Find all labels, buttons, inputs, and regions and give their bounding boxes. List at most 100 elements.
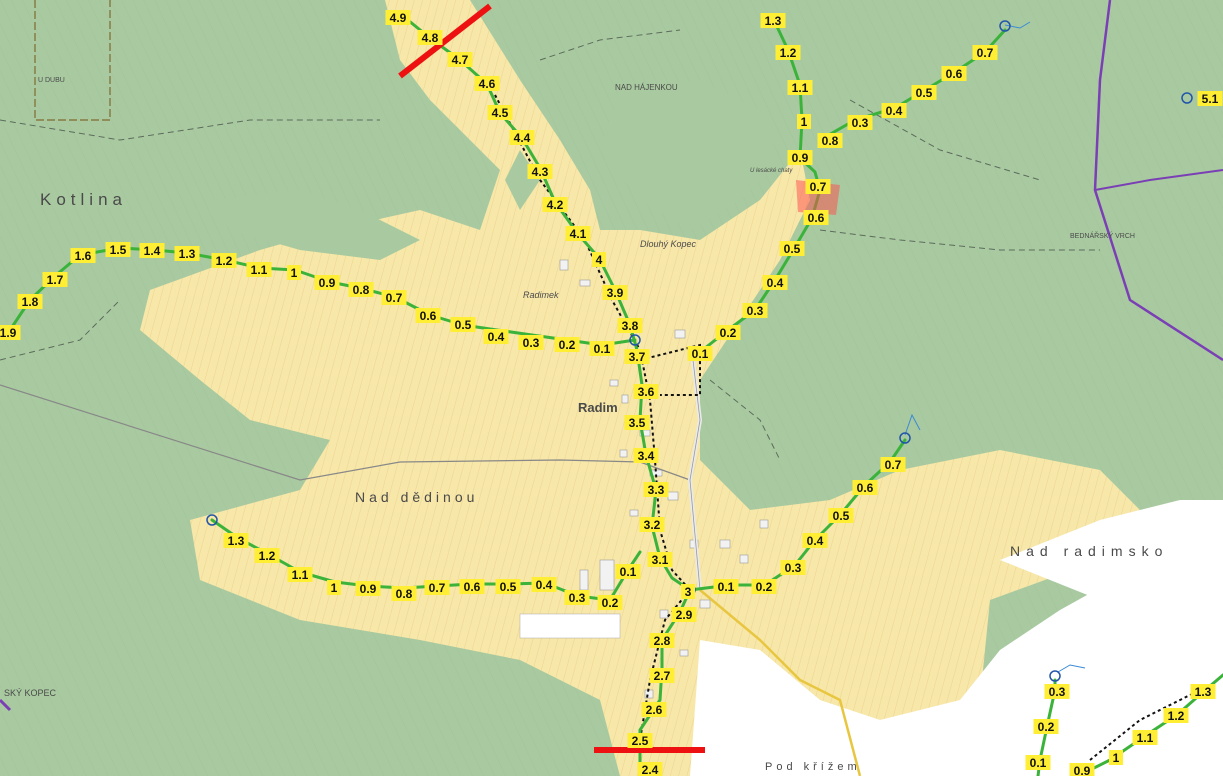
km-marker-label: 0.9 (319, 276, 336, 290)
km-marker-box (817, 133, 843, 148)
km-marker-label: 0.3 (785, 561, 802, 575)
km-marker-label: 3.9 (607, 286, 624, 300)
place-radim: Radim (578, 400, 618, 415)
km-marker-label: 1.4 (144, 244, 161, 258)
km-marker-box (760, 13, 786, 28)
km-marker-label: 0.2 (1038, 720, 1055, 734)
km-marker-label: 3.2 (644, 518, 661, 532)
district-boundary (34, 0, 111, 121)
km-marker-label: 3.3 (648, 483, 665, 497)
greenhouse (519, 613, 621, 639)
village-buildings (559, 259, 769, 699)
km-marker-label: 3.4 (638, 449, 655, 463)
km-marker-label: 1 (1113, 751, 1120, 765)
km-marker-label: 0.4 (886, 104, 903, 118)
km-marker-label: 3.8 (622, 319, 639, 333)
km-marker-label: 2.6 (646, 703, 663, 717)
km-marker-label: 0.1 (594, 342, 611, 356)
km-marker-box (941, 66, 967, 81)
km-marker-box (415, 308, 441, 323)
km-marker-box (828, 508, 854, 523)
km-marker-label: 1.2 (216, 254, 233, 268)
km-marker-box (643, 482, 669, 497)
km-marker-box (1069, 763, 1095, 776)
km-marker-box (713, 579, 739, 594)
km-marker-box (780, 560, 806, 575)
km-marker-box (1190, 684, 1216, 699)
road (699, 589, 862, 776)
km-marker-box (139, 243, 165, 258)
km-marker-label: 4.1 (570, 227, 587, 241)
forest-patch (505, 150, 540, 210)
km-marker-label: 0.6 (464, 580, 481, 594)
forest-patch (600, 80, 780, 230)
place-kotlina: Kotlina (40, 190, 127, 209)
km-marker-box (742, 303, 768, 318)
km-marker-label: 3.6 (638, 385, 655, 399)
place-radimek: Radimek (523, 290, 559, 300)
km-marker-box (348, 282, 374, 297)
km-marker-box (447, 52, 473, 67)
km-marker-label: 0.4 (767, 276, 784, 290)
km-marker-label: 1 (331, 581, 338, 595)
km-marker-box (509, 130, 535, 145)
km-marker-label: 1.1 (292, 568, 309, 582)
km-marker-box (385, 10, 411, 25)
km-marker-box (649, 668, 675, 683)
km-marker-label: 2.4 (642, 763, 659, 776)
km-marker-label: 0.2 (602, 596, 619, 610)
km-marker-label: 4.3 (532, 165, 549, 179)
km-marker-box (1025, 755, 1051, 770)
place-u-lesacke-chaty: U lesácké chaty (750, 168, 793, 174)
km-marker-box (450, 317, 476, 332)
km-marker-box (527, 164, 553, 179)
boundary-line (0, 698, 12, 712)
km-marker-label: 0.1 (692, 347, 709, 361)
km-marker-box (589, 341, 615, 356)
km-marker-label: 0.9 (360, 582, 377, 596)
km-marker-box (624, 349, 650, 364)
km-marker-box (1132, 730, 1158, 745)
km-marker-box (751, 579, 777, 594)
place-nad-dedinou: Nad dědinou (355, 489, 478, 505)
km-marker-label: 0.2 (559, 338, 576, 352)
km-marker-box (542, 197, 568, 212)
km-marker-box (355, 581, 381, 596)
km-marker-label: 1.6 (75, 249, 92, 263)
km-marker-label: 0.6 (946, 67, 963, 81)
km-marker-box (287, 567, 313, 582)
km-marker-box (381, 290, 407, 305)
km-marker-box (564, 590, 590, 605)
km-marker-label: 1.1 (1137, 731, 1154, 745)
km-marker-label: 0.7 (429, 581, 446, 595)
km-marker-label: 0.3 (523, 336, 540, 350)
km-marker-label: 1.3 (179, 247, 196, 261)
km-marker-box (518, 335, 544, 350)
km-marker-label: 0.3 (569, 591, 586, 605)
km-marker-box (762, 275, 788, 290)
km-marker-box (602, 285, 628, 300)
km-marker-label: 4.5 (492, 106, 509, 120)
km-marker-label: 1.5 (110, 243, 127, 257)
km-marker-box (779, 241, 805, 256)
km-marker-label: 3.7 (629, 350, 646, 364)
km-marker-label: 4.7 (452, 53, 469, 67)
km-marker-box (70, 248, 96, 263)
boundary-line (1094, 169, 1223, 191)
km-marker-box (174, 246, 200, 261)
km-marker-label: 0.4 (488, 330, 505, 344)
km-marker-box (1197, 91, 1223, 106)
km-marker-label: 0.4 (807, 534, 824, 548)
km-marker-label: 0.6 (857, 481, 874, 495)
km-marker-box (314, 275, 340, 290)
km-marker-box (531, 577, 557, 592)
km-marker-box (1163, 708, 1189, 723)
km-marker-box (617, 318, 643, 333)
km-marker-box (624, 415, 650, 430)
km-marker-label: 0.1 (620, 565, 637, 579)
km-marker-label: 0.7 (386, 291, 403, 305)
km-marker-label: 1.7 (47, 273, 64, 287)
km-marker-label: 0.7 (977, 46, 994, 60)
km-marker-label: 0.5 (455, 318, 472, 332)
